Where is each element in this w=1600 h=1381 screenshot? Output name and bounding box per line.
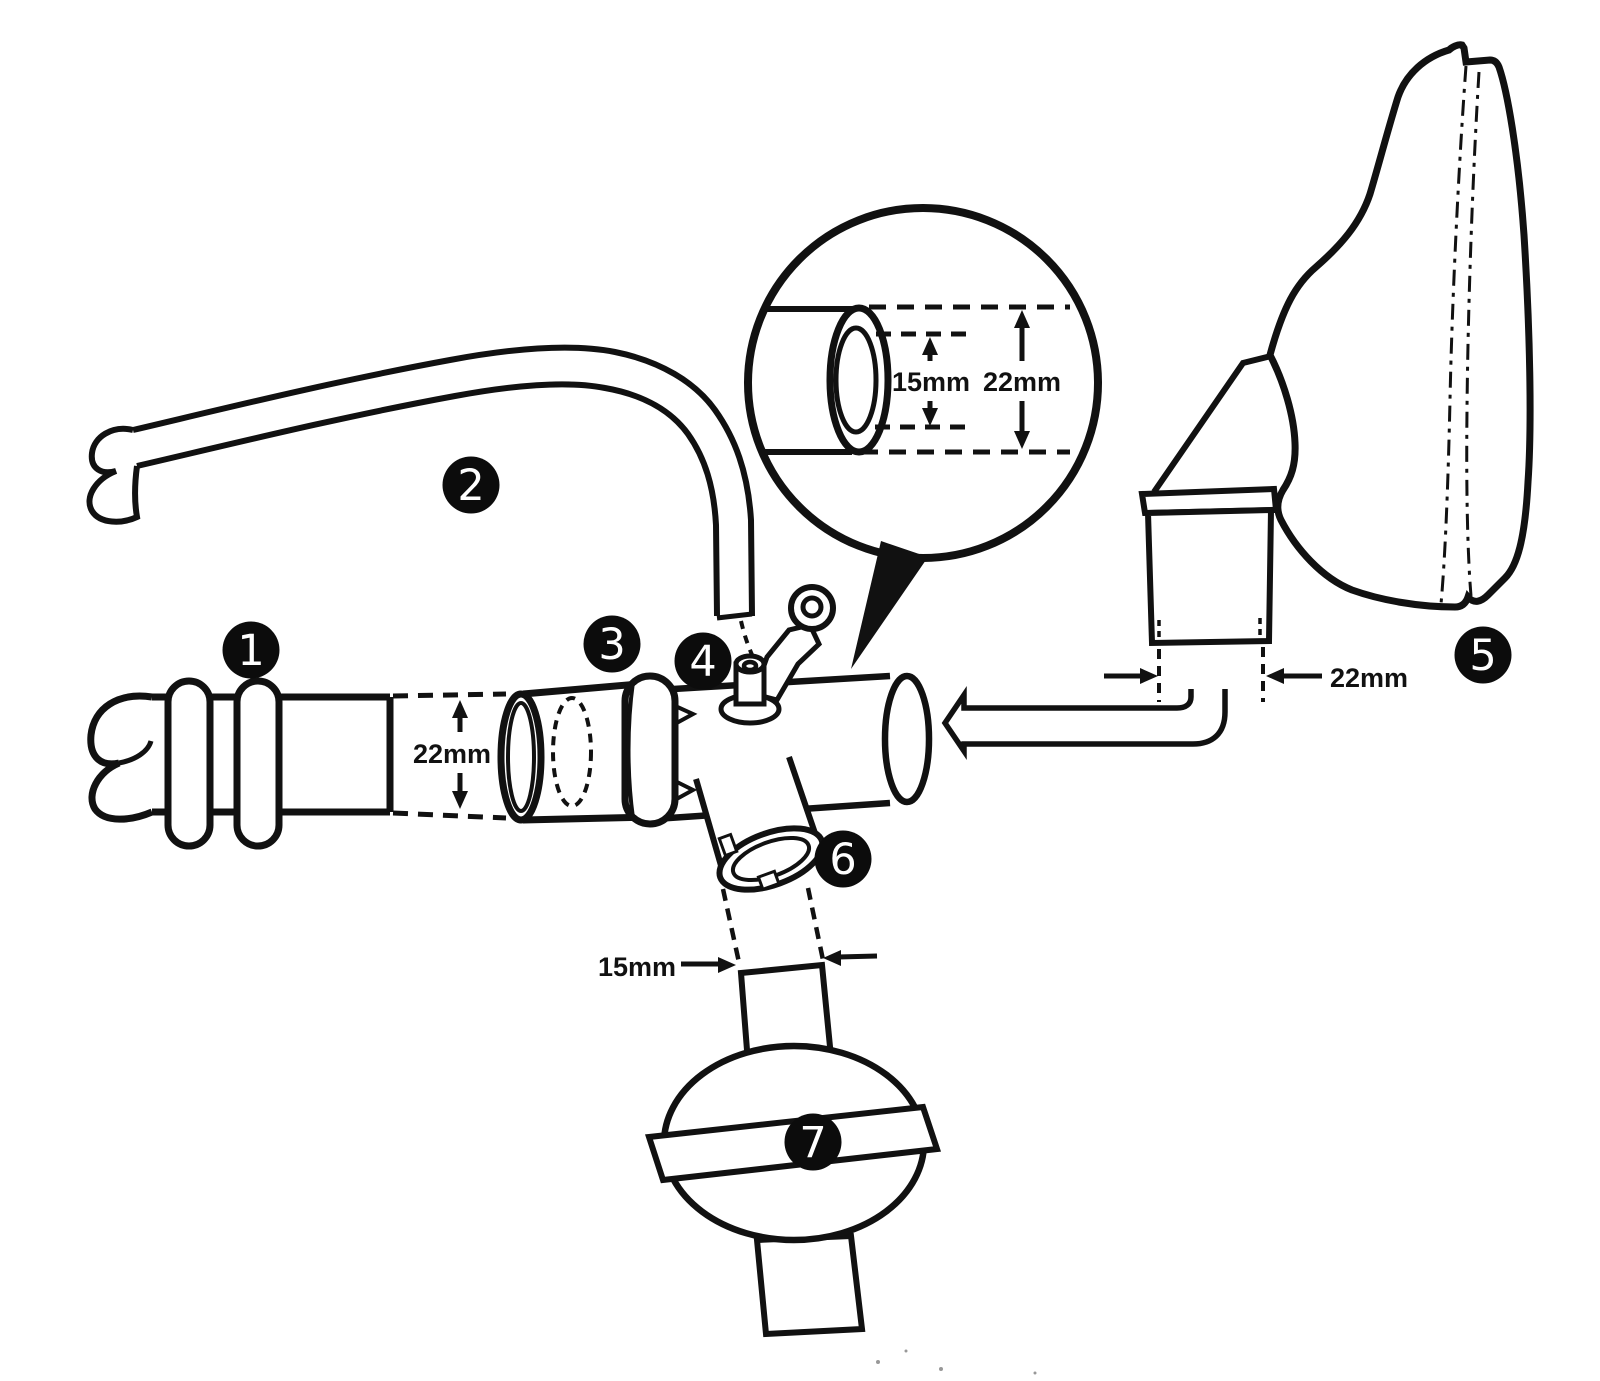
mask-outline [1266, 41, 1534, 611]
badge-6: 6 [814, 830, 872, 888]
port-hole [741, 659, 759, 673]
attachment-direction-arrow [941, 686, 1228, 760]
badge-7: 7 [784, 1113, 842, 1171]
mask-crease-line-1 [1439, 65, 1468, 605]
gas-port-and-cap [718, 584, 836, 726]
connector-dimension: 15mm [598, 950, 878, 982]
branch-rim-notch-left [717, 832, 739, 858]
cap-ring-hole [800, 595, 824, 619]
mask-socket-flange [1138, 485, 1280, 517]
face-mask: 22mm [941, 41, 1534, 760]
tube-ring-1 [164, 677, 214, 850]
connector-dimension-label: 15mm [598, 952, 676, 982]
badge-3-number: 3 [598, 620, 625, 670]
tube-diameter-dimension: 22mm [413, 700, 491, 809]
tube-cut-end [86, 425, 141, 525]
connector-sleeve [497, 672, 679, 828]
badge-2-number: 2 [457, 461, 484, 511]
filter-assembly: 15mm [598, 950, 942, 1338]
badge-1-number: 1 [237, 626, 264, 676]
inset-inner-dimension-label: 15mm [892, 367, 970, 397]
mask-port-dimension: 22mm [1104, 663, 1408, 693]
oxygen-tube [86, 344, 755, 658]
mask-socket-body [1144, 506, 1275, 647]
sleeve-flange [621, 672, 679, 828]
badge-1: 1 [222, 621, 280, 679]
inset-tube-opening [826, 304, 892, 456]
catheter-mount-tube: 22mm [87, 677, 507, 850]
t-piece-open-end [881, 672, 933, 806]
branch-rim-notch-bottom [756, 869, 781, 892]
inset-outer-dimension: 22mm [983, 310, 1061, 449]
scan-artifacts [876, 1349, 1037, 1375]
inset-inner-dimension: 15mm [892, 337, 970, 426]
badge-4: 4 [674, 632, 732, 690]
badge-2: 2 [442, 456, 500, 514]
badge-6-number: 6 [829, 835, 856, 885]
badge-4-number: 4 [689, 637, 716, 687]
tube-twisted-end [87, 692, 154, 823]
tube-to-port-dashed-line [739, 620, 755, 658]
badge-5-number: 5 [1469, 631, 1496, 681]
magnifier-pointer-wedge [851, 541, 928, 669]
angled-branch [693, 756, 826, 968]
cap-lever-arm [750, 622, 823, 703]
mask-port-cone [1151, 353, 1272, 494]
sleeve-inner-bore-dashed [551, 696, 593, 808]
badge-5: 5 [1454, 626, 1512, 684]
badge-7-number: 7 [799, 1118, 826, 1168]
callout-badges: 1 2 3 4 5 6 7 [222, 456, 1512, 1171]
tube-diameter-label: 22mm [413, 739, 491, 769]
mask-crease-line-2 [1465, 71, 1481, 597]
filter-outlet-stub [753, 1232, 866, 1338]
magnifier-inset: 15mm 22mm [744, 204, 1102, 669]
tube-ring-2 [233, 677, 283, 850]
badge-3: 3 [583, 615, 641, 673]
inset-outer-dimension-label: 22mm [983, 367, 1061, 397]
mask-port-dimension-label: 22mm [1330, 663, 1408, 693]
